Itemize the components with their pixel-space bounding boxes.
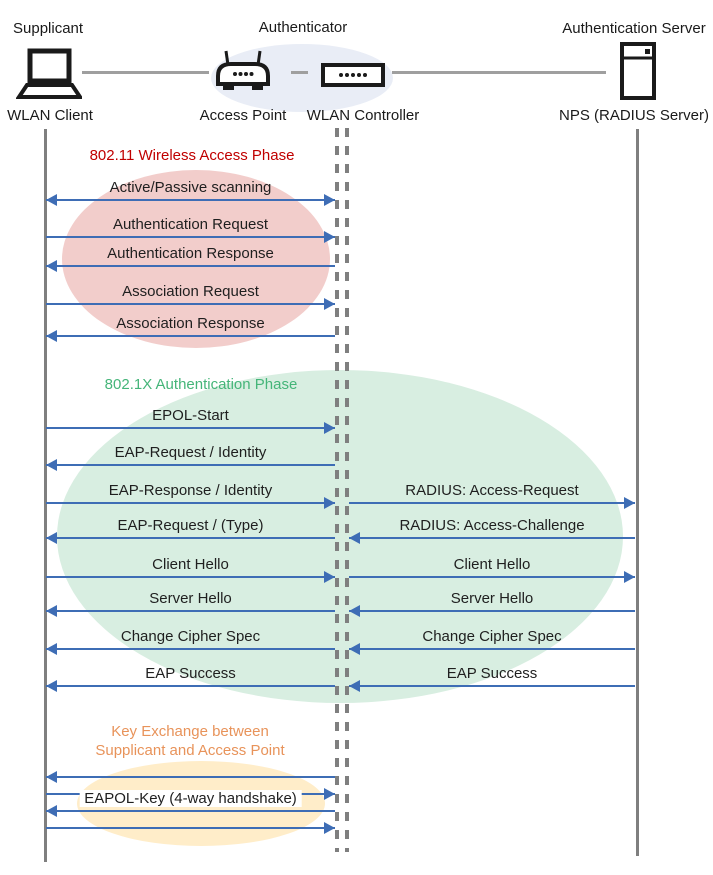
laptop-icon [16,48,82,104]
wlan-controller-lifeline-left [335,128,339,852]
access-point-icon [213,50,273,92]
caption-wlan-controller: WLAN Controller [306,107,420,124]
caption-nps-radius-server: NPS (RADIUS Server) [558,107,710,124]
server-icon [620,42,656,100]
message-label: Change Cipher Spec [120,628,261,645]
wlan-controller-lifeline-right [345,128,349,852]
message-label: RADIUS: Access-Challenge [399,517,585,534]
radius-server-lifeline [636,129,639,856]
role-label-supplicant: Supplicant [13,20,84,37]
phase-title-key-exchange-line2: Supplicant and Access Point [95,742,285,759]
message-label: Authentication Request [112,216,269,233]
message-label: EPOL-Start [152,407,229,424]
connector-line [291,71,308,74]
message-label: Active/Passive scanning [109,179,272,196]
message-arrow [349,497,635,509]
phase-title-key-exchange-line1: Key Exchange between [111,723,269,740]
message-label: Association Request [122,283,259,300]
message-arrow [46,298,335,310]
message-label: Client Hello [152,556,229,573]
message-arrow [46,805,335,817]
message-arrow [46,605,335,617]
message-label: Server Hello [450,590,534,607]
message-arrow [46,194,335,206]
message-label: RADIUS: Access-Request [405,482,579,499]
message-arrow [46,231,335,243]
message-arrow [46,532,335,544]
message-label: EAP-Response / Identity [108,482,273,499]
message-label: Authentication Response [107,245,274,262]
wlan-controller-icon [321,63,385,87]
message-arrow [46,330,335,342]
message-label: EAPOL-Key (4-way handshake) [79,790,302,807]
message-label: Association Response [116,315,265,332]
message-arrow [349,643,635,655]
role-label-authenticator: Authenticator [258,19,348,36]
authentication-phase-ellipse [57,370,623,703]
connector-line [82,71,209,74]
message-arrow [46,459,335,471]
message-arrow [349,571,635,583]
message-arrow [46,822,335,834]
message-label: EAP Success [446,665,538,682]
caption-wlan-client: WLAN Client [7,107,93,124]
message-label: Server Hello [149,590,232,607]
message-arrow [46,771,335,783]
message-label: Client Hello [453,556,531,573]
message-arrow [46,422,335,434]
message-label: EAP-Request / (Type) [117,517,264,534]
message-arrow [349,605,635,617]
message-arrow [46,571,335,583]
message-label: Change Cipher Spec [422,628,562,645]
message-label: EAP-Request / Identity [114,444,267,461]
message-label: EAP Success [145,665,236,682]
phase-title-wireless-access: 802.11 Wireless Access Phase [89,147,295,164]
message-arrow [349,680,635,692]
message-arrow [46,643,335,655]
phase-title-key-exchange: Key Exchange between Supplicant and Acce… [70,722,310,760]
message-arrow [349,532,635,544]
role-label-authentication-server: Authentication Server [562,20,706,37]
message-arrow [46,260,335,272]
connector-line [392,71,606,74]
caption-access-point: Access Point [199,107,287,124]
message-arrow [46,680,335,692]
phase-title-authentication: 802.1X Authentication Phase [104,376,298,393]
wlan-client-lifeline [44,129,47,862]
message-arrow [46,497,335,509]
